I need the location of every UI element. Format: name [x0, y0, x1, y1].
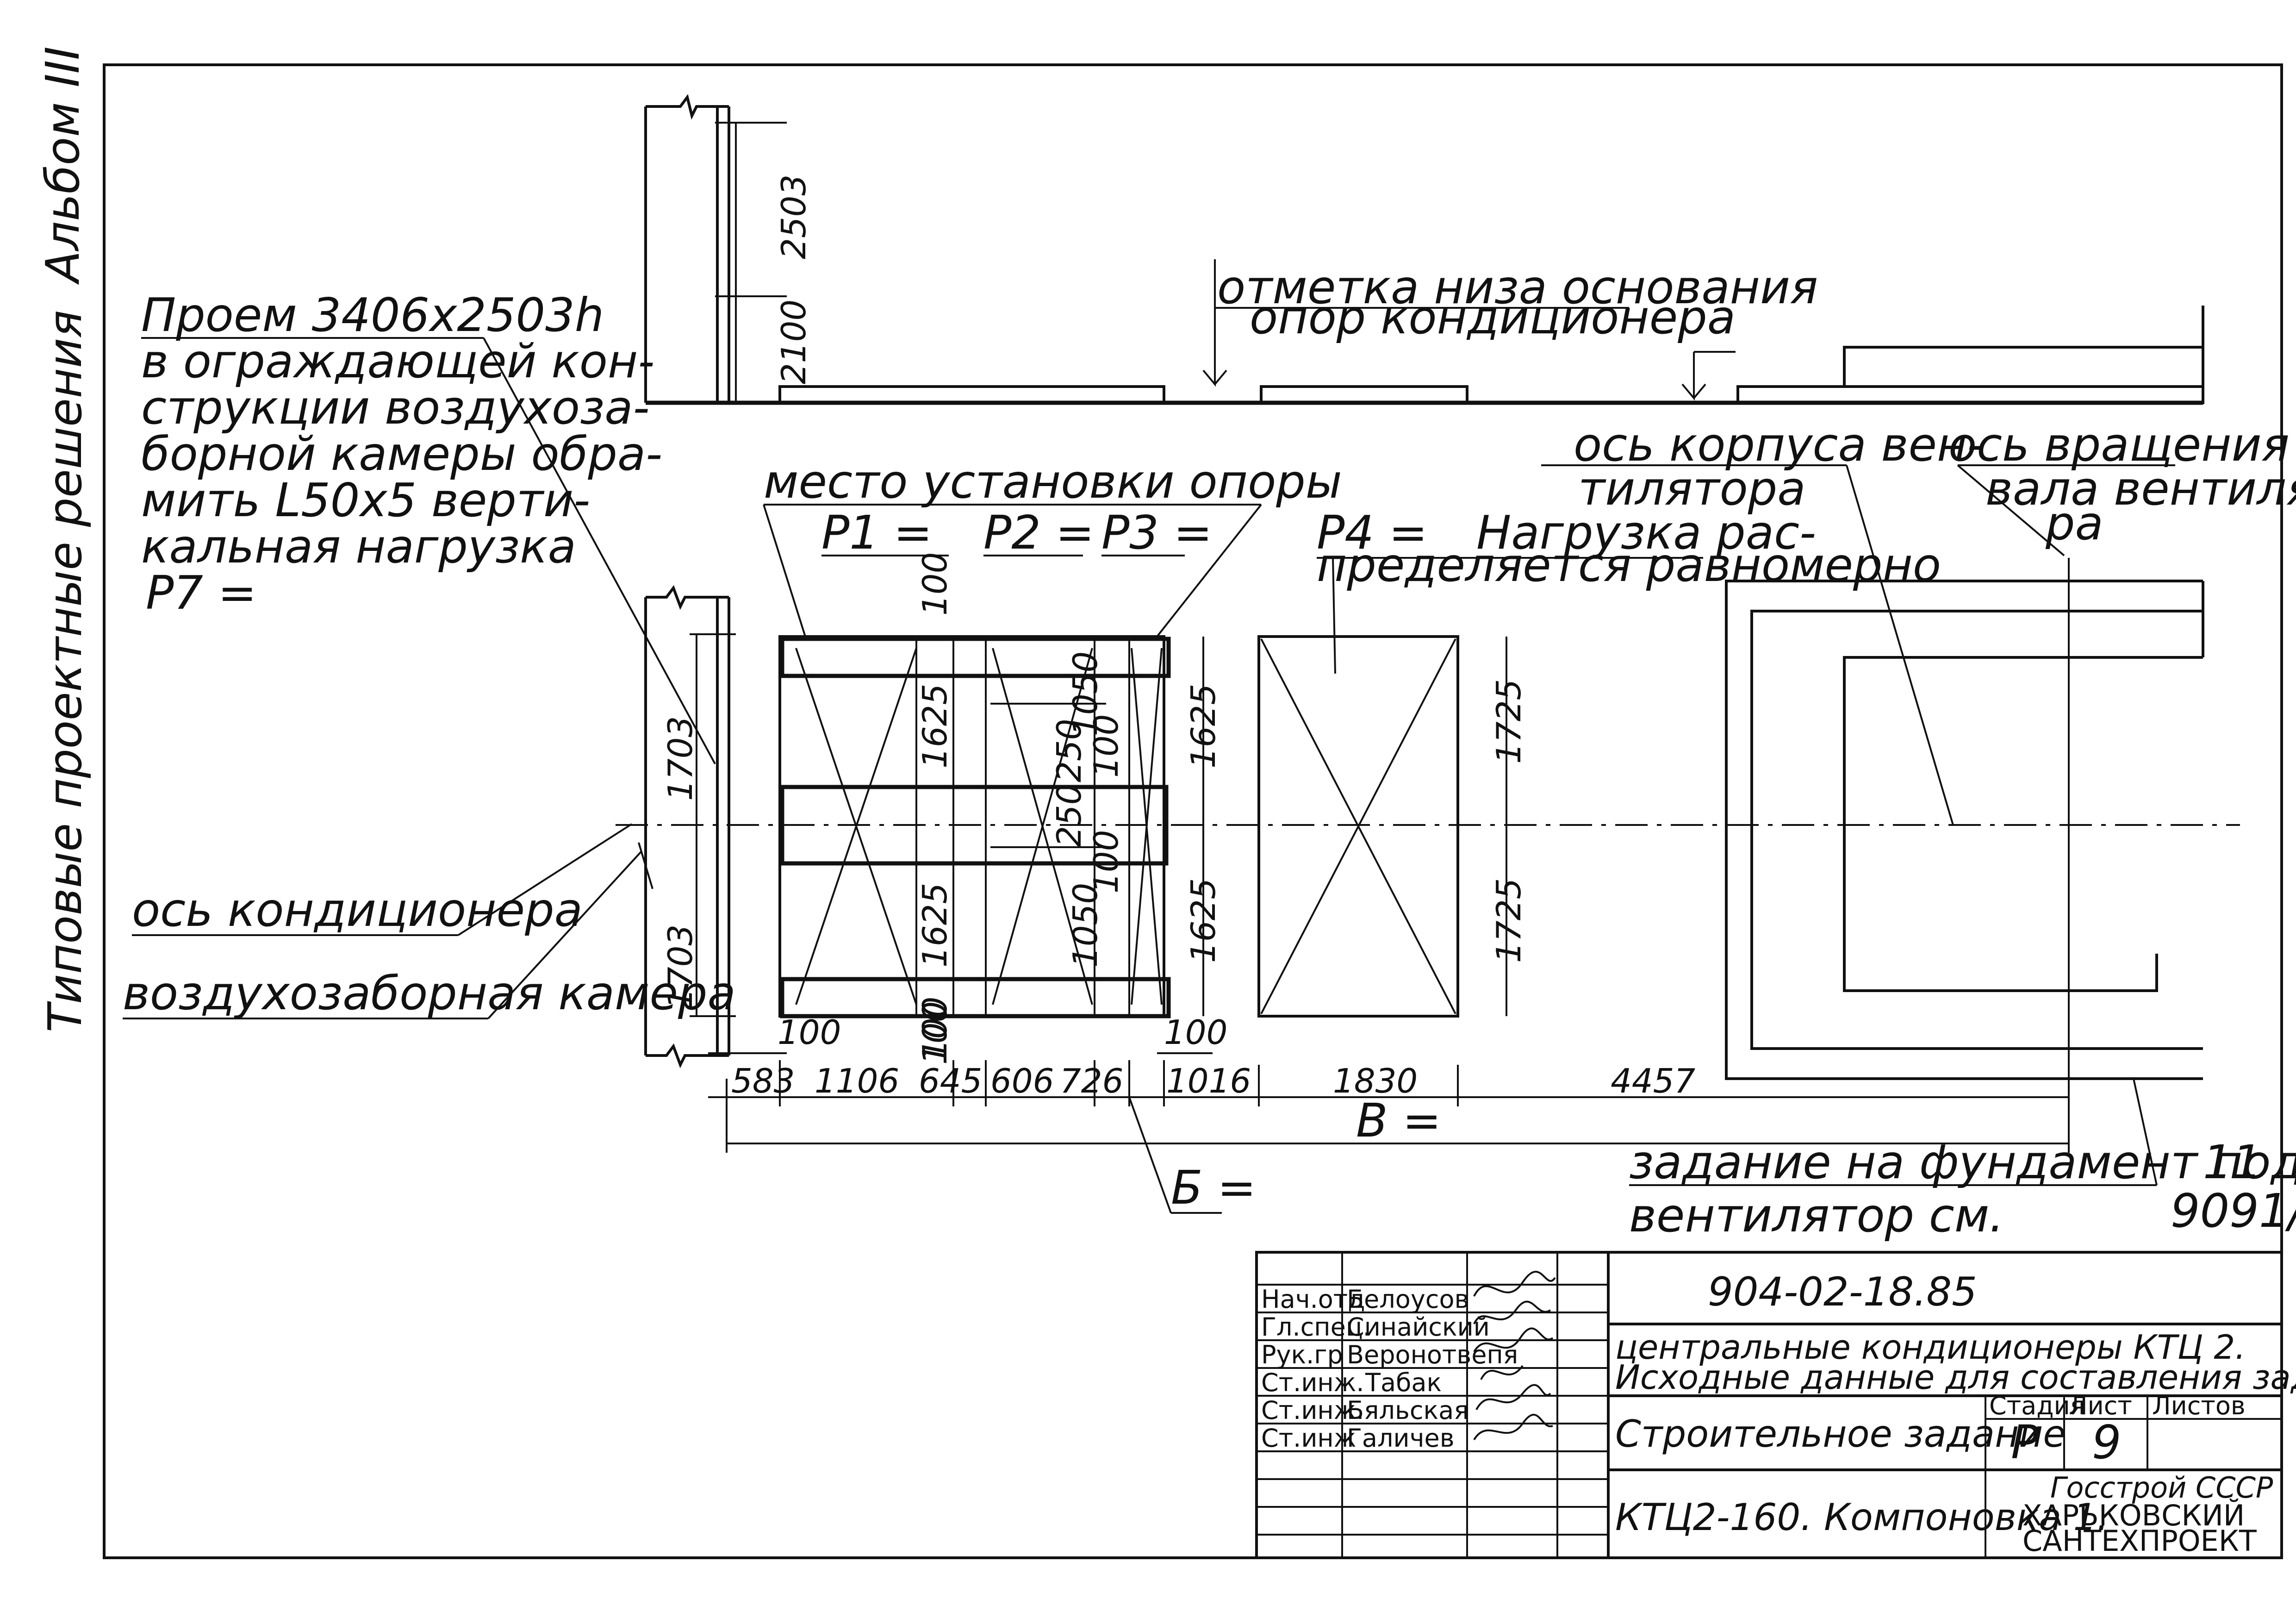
dim-2503: 2503 — [774, 175, 813, 259]
dim-606: 606 — [990, 1062, 1054, 1100]
dim-583: 583 — [731, 1062, 795, 1100]
layout-name: КТЦ2-160. Компоновка 1. — [1615, 1496, 2109, 1539]
dim-1050-a: 1050 — [1066, 651, 1105, 736]
role-3: Ст.инж. — [1261, 1368, 1364, 1397]
name-0: Белоусов — [1347, 1285, 1469, 1314]
dim-250-a: 250 — [1050, 719, 1089, 782]
stage-value: Р — [2011, 1415, 2039, 1469]
dim-1725-b: 1725 — [1489, 878, 1528, 963]
sheets-header: Листов — [2152, 1391, 2246, 1420]
dim-100-top: 100 — [915, 552, 954, 616]
dim-100-right: 100 — [1164, 1013, 1227, 1052]
distributed-load-zone — [1257, 635, 1507, 1018]
intake-label: воздухозаборная камера — [123, 966, 736, 1020]
dim-1106: 1106 — [815, 1062, 899, 1100]
name-3: Табак — [1365, 1368, 1442, 1397]
p4-note-1: Нагрузка рас- — [1476, 506, 1816, 560]
dim-1703-lower: 1703 — [661, 924, 700, 1009]
elevation-note-2: опор кондиционера — [1250, 290, 1736, 344]
foundation-note-2: вентилятор см. — [1629, 1188, 2004, 1243]
rotation-axis-2: вала вентилято- — [1985, 462, 2296, 516]
role-0: Нач.отд — [1261, 1285, 1365, 1314]
dim-4457: 4457 — [1611, 1062, 1695, 1100]
b-label: Б = — [1171, 1161, 1256, 1215]
rotation-axis-3: ра — [2045, 496, 2103, 550]
opening-note-1: Проем 3406х2503h — [141, 288, 604, 342]
intake-chamber — [638, 585, 736, 1068]
opening-note-2: в ограждающей кон- — [141, 334, 654, 388]
dim-1625-b: 1625 — [915, 883, 954, 968]
signatures — [1473, 1271, 1556, 1441]
title-block — [1255, 1251, 2283, 1559]
role-5: Ст.инж — [1261, 1424, 1356, 1453]
dim-250-b: 250 — [1050, 784, 1089, 847]
foundation-note-1: задание на фундамент под — [1629, 1135, 2296, 1189]
rotation-axis-1: ось вращения — [1948, 418, 2290, 472]
opening-note-5: мить L50x5 верти- — [141, 473, 590, 527]
opening-note-6: кальная нагрузка — [141, 519, 576, 574]
opening-note-7: P7 = — [146, 566, 257, 620]
dim-100-b: 100 — [1087, 830, 1126, 893]
doc-number: 904-02-18.85 — [1708, 1269, 1977, 1315]
series-label: Типовые проектные решения — [38, 310, 92, 1032]
role-1: Гл.спец. — [1261, 1312, 1371, 1342]
p1-label: P1 = — [821, 506, 933, 560]
fan-body-axis-1: ось корпуса вен- — [1574, 418, 1984, 472]
ref-bottom: 9091/3 — [2171, 1184, 2296, 1238]
dim-1725-a: 1725 — [1489, 679, 1528, 764]
name-1: Синайский — [1347, 1312, 1490, 1342]
album-label: Альбом III — [36, 46, 90, 285]
dim-2100: 2100 — [774, 300, 813, 384]
role-4: Ст.инж. — [1261, 1396, 1364, 1425]
ref-top: 11 — [2203, 1135, 2262, 1189]
dim-1703-upper: 1703 — [661, 716, 700, 801]
opening-note-4: борной камеры обра- — [141, 427, 662, 481]
fan-outline — [1541, 464, 2204, 1141]
name-5: Галичев — [1347, 1424, 1455, 1453]
role-2: Рук.гр — [1261, 1340, 1343, 1369]
org-line-1: Госстрой СССР — [2050, 1471, 2273, 1505]
sheet-header: Лист — [2069, 1391, 2132, 1420]
elevation-note-1: отметка низа основания — [1217, 260, 1818, 314]
opening-note-3: струкции воздухоза- — [141, 381, 650, 435]
dim-1050-b: 1050 — [1066, 883, 1105, 968]
elevation-view — [644, 94, 2204, 405]
dim-726: 726 — [1060, 1062, 1123, 1100]
dim-1625-a: 1625 — [915, 684, 954, 768]
horizontal-dims — [708, 1052, 2158, 1214]
p2-label: P2 = — [983, 506, 1095, 560]
name-4: Бяльская — [1347, 1396, 1469, 1425]
title-line-2: Исходные данные для составления заданий — [1615, 1358, 2296, 1397]
ac-axis-label: ось кондиционера — [132, 883, 583, 937]
dim-100-mid: 100 — [915, 997, 954, 1060]
p4-note-2: пределяется равномерно — [1317, 538, 1941, 592]
sheet-value: 9 — [2092, 1415, 2122, 1469]
dim-645: 645 — [919, 1062, 982, 1100]
dim-100-a: 100 — [1087, 714, 1126, 778]
org-line-3: САНТЕХПРОЕКТ — [2022, 1524, 2257, 1558]
title-line-1: центральные кондиционеры КТЦ 2. — [1615, 1328, 2246, 1367]
sheet-name: Строительное задание — [1615, 1412, 2066, 1455]
dim-1830: 1830 — [1333, 1062, 1418, 1100]
support-frame — [778, 635, 1171, 1018]
name-2: Веронотвепя — [1347, 1340, 1518, 1369]
dim-1016: 1016 — [1166, 1062, 1251, 1100]
fan-body-axis-2: тилятора — [1578, 462, 1806, 516]
dim-100-left: 100 — [778, 1013, 841, 1052]
p4-label: P4 = — [1317, 506, 1428, 560]
support-note: место установки опоры — [764, 455, 1342, 509]
stage-header: Стадия — [1989, 1391, 2085, 1420]
v-label: В = — [1356, 1093, 1441, 1148]
dim-100-c: 100 — [915, 1001, 954, 1065]
org-line-2: ХАРЬКОВСКИЙ — [2022, 1499, 2245, 1532]
sheet-frame — [103, 63, 2283, 1559]
p3-label: P3 = — [1101, 506, 1213, 560]
